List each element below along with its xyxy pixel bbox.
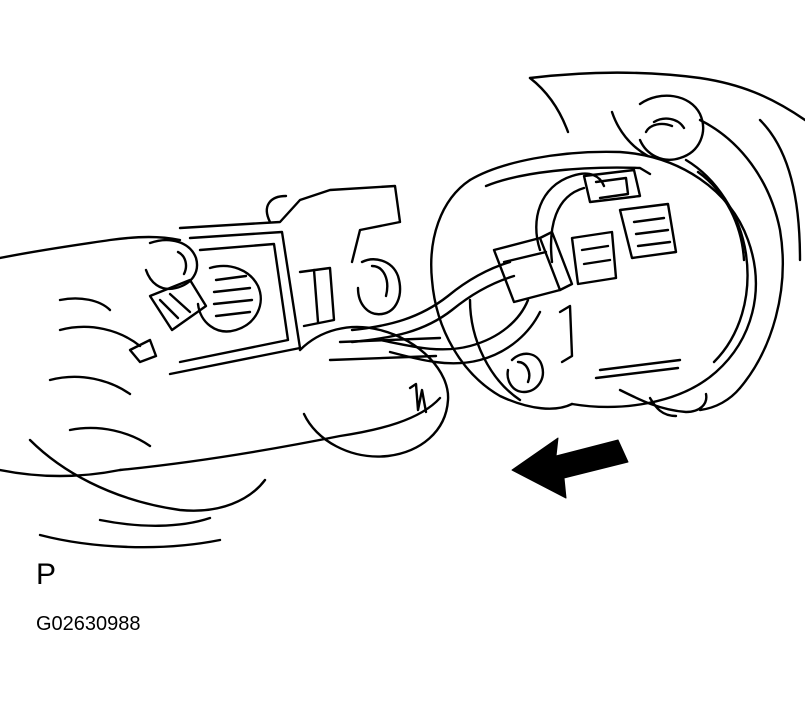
step-letter-label: P [36,558,57,591]
right-housing [430,150,758,410]
left-hand [0,235,267,549]
figure-code-label: G02630988 [36,613,141,635]
direction-arrow [511,437,629,499]
right-hand [528,71,805,418]
wire-harness [350,172,606,365]
left-housing [118,184,450,472]
